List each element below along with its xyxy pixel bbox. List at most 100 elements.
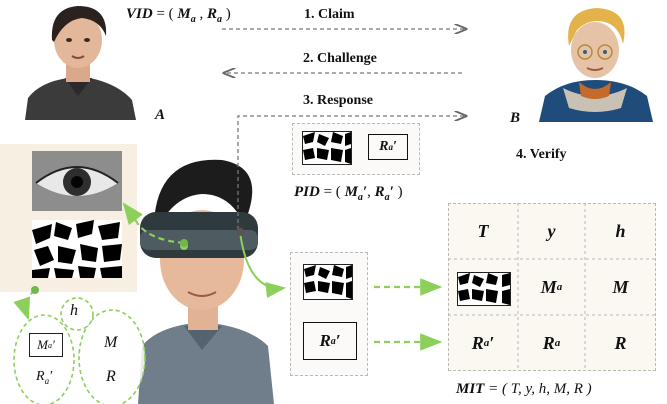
avatar-a bbox=[20, 0, 138, 120]
step-verify: 4. Verify bbox=[516, 147, 567, 163]
avatar-b bbox=[535, 4, 655, 122]
ma-prime-sup: ′ bbox=[52, 337, 55, 352]
response-r-sup: ′ bbox=[392, 139, 397, 154]
mit-ra-sub: a bbox=[554, 337, 561, 349]
mit-ra-prime-sup: ′ bbox=[489, 332, 495, 353]
mit-h-label: h bbox=[615, 220, 626, 241]
ra-prime-circle-label: Ra′ bbox=[36, 369, 52, 386]
mit-ra-prime-sub: a bbox=[483, 337, 490, 349]
mit-t-label: T bbox=[477, 220, 489, 241]
headset-user bbox=[118, 150, 288, 404]
pid-m-sub: a bbox=[357, 192, 363, 203]
mit-cell-y: y bbox=[518, 203, 585, 259]
avatar-b-figure bbox=[539, 8, 653, 122]
headset-user-figure bbox=[118, 150, 288, 404]
party-b-text: B bbox=[510, 110, 521, 126]
response-r-label: R bbox=[379, 139, 389, 154]
headset-r-sup: ′ bbox=[335, 331, 341, 350]
big-r-text: R bbox=[106, 368, 116, 385]
response-iris-code bbox=[302, 131, 352, 165]
response-r-sub: a bbox=[388, 142, 393, 152]
big-m-text: M bbox=[104, 334, 118, 351]
eye-icon bbox=[32, 151, 122, 211]
mit-iris-pattern bbox=[458, 273, 510, 305]
panel-down-arrow bbox=[13, 289, 36, 321]
response-iris-pattern bbox=[303, 132, 351, 164]
step-claim: 1. Claim bbox=[304, 7, 355, 23]
mit-ra-label: R bbox=[542, 332, 555, 353]
mit-cell-h: h bbox=[585, 203, 656, 259]
mit-text: = ( T, y, h, M, R ) bbox=[484, 381, 592, 397]
party-a-label: A bbox=[155, 107, 165, 124]
response-arrow bbox=[237, 116, 466, 230]
pid-r: R bbox=[374, 184, 385, 200]
ma-prime-label: M bbox=[37, 337, 48, 352]
headset-r-label: R bbox=[319, 331, 331, 350]
vid-name: VID bbox=[126, 6, 153, 22]
left-ellipse bbox=[13, 314, 75, 404]
vid-equation: VID = ( Ma , Ra ) bbox=[126, 6, 231, 25]
step-verify-text: 4. Verify bbox=[516, 147, 567, 162]
mit-ma-sub: a bbox=[556, 281, 563, 293]
mit-r-label: R bbox=[614, 332, 627, 353]
pid-close: ) bbox=[393, 184, 403, 200]
step-challenge-text: 2. Challenge bbox=[303, 51, 377, 66]
eye-image bbox=[32, 151, 122, 211]
vid-m-sub: a bbox=[190, 14, 196, 25]
vid-close: ) bbox=[222, 6, 231, 22]
mit-cell-m: M bbox=[585, 259, 656, 315]
ra-prime-circle-sup: ′ bbox=[49, 369, 53, 384]
pid-sep: = ( bbox=[319, 184, 345, 200]
vid-m: M bbox=[177, 6, 191, 22]
headset-out-arrow bbox=[239, 231, 286, 298]
mit-name: MIT bbox=[456, 381, 485, 397]
step-claim-text: 1. Claim bbox=[304, 7, 355, 22]
step-response: 3. Response bbox=[303, 93, 373, 109]
vid-sep: = ( bbox=[152, 6, 178, 22]
avatar-a-figure bbox=[25, 6, 136, 120]
pid-equation: PID = ( Ma′, Ra′ ) bbox=[294, 184, 403, 203]
headset-iris-code bbox=[303, 264, 353, 300]
big-m-label: M bbox=[104, 334, 117, 352]
pid-name: PID bbox=[294, 184, 320, 200]
iris-code-pattern bbox=[32, 220, 122, 278]
mit-equation: MIT = ( T, y, h, M, R ) bbox=[456, 381, 592, 398]
h-text: h bbox=[70, 302, 78, 319]
vid-r-sub: a bbox=[217, 14, 223, 25]
step-response-text: 3. Response bbox=[303, 93, 374, 108]
mit-y-label: y bbox=[547, 220, 556, 241]
h-circle bbox=[60, 297, 94, 331]
vid-comma: , bbox=[195, 6, 207, 22]
ra-prime-circle-r: R bbox=[36, 369, 45, 384]
mit-cell-t: T bbox=[448, 203, 518, 259]
party-a-text: A bbox=[155, 107, 166, 123]
mit-m-label: M bbox=[612, 276, 629, 297]
pid-comma: , bbox=[367, 184, 375, 200]
big-r-label: R bbox=[106, 368, 116, 386]
vid-r: R bbox=[207, 6, 218, 22]
pid-m-sup: ′ bbox=[362, 184, 368, 200]
ra-prime-circle-sub: a bbox=[44, 375, 50, 386]
pid-r-sub: a bbox=[384, 192, 390, 203]
iris-code-large bbox=[32, 220, 122, 278]
party-b-label: B bbox=[510, 110, 520, 127]
right-ellipse bbox=[78, 309, 146, 404]
mit-ma-label: M bbox=[540, 276, 557, 297]
pid-r-sup: ′ bbox=[389, 184, 394, 200]
mit-cell-r: R bbox=[585, 315, 656, 371]
step-challenge: 2. Challenge bbox=[303, 51, 377, 67]
mit-cell-iris bbox=[457, 272, 511, 306]
headset-iris-pattern bbox=[304, 265, 352, 299]
eye-capture-arrow bbox=[122, 202, 185, 245]
mit-ra-prime-label: R bbox=[471, 332, 484, 353]
ma-prime-sub: a bbox=[48, 340, 52, 350]
headset-r-sub: a bbox=[330, 335, 336, 347]
pid-m: M bbox=[344, 184, 358, 200]
